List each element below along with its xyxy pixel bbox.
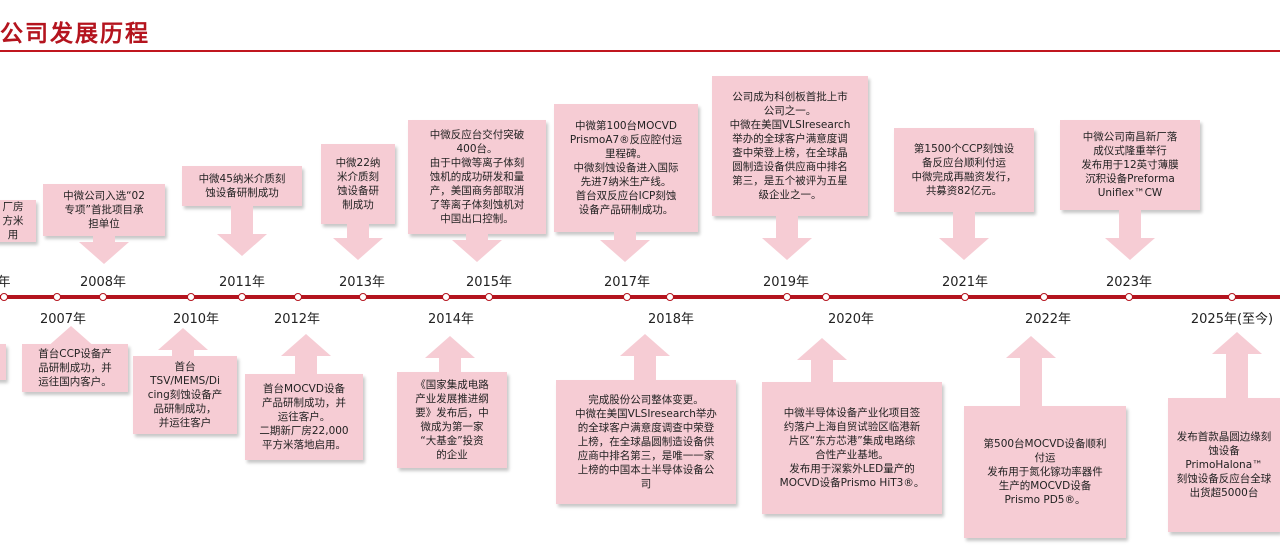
timeline-dot [1228, 293, 1236, 301]
timeline-dot [1125, 293, 1133, 301]
timeline-dot [1040, 293, 1048, 301]
timeline-dot [187, 293, 195, 301]
timeline-dot [0, 293, 8, 301]
timeline-dot [238, 293, 246, 301]
year-label: 2019年 [762, 275, 810, 290]
event-box-top: 厂房 方米 用 [0, 200, 36, 242]
arrow-up-icon [46, 326, 96, 348]
arrow-down-icon [217, 234, 267, 256]
timeline-dot [53, 293, 61, 301]
year-label: 2022年 [1024, 312, 1072, 327]
event-box-bottom: 首台CCP设备产 品研制成功，并 运往国内客户。 [22, 344, 128, 392]
year-label: 2018年 [647, 312, 695, 327]
event-box-bottom: 完成股份公司整体变更。 中微在美国VLSIresearch举办 的全球客户满意度… [556, 380, 736, 504]
arrow-stem [634, 356, 656, 380]
event-box-bottom: 首台MOCVD设备 产品研制成功，并 运往客户。 二期新厂房22,000 平方米… [245, 374, 363, 460]
title-underline [0, 50, 1280, 52]
year-label: 2020年 [827, 312, 875, 327]
arrow-down-icon [79, 242, 129, 264]
arrow-stem [347, 224, 369, 238]
arrow-stem [614, 232, 636, 240]
arrow-up-icon [425, 336, 475, 358]
year-label: 2010年 [172, 312, 220, 327]
arrow-stem [776, 216, 798, 238]
event-box-bottom: 第500台MOCVD设备顺利 付运 发布用于氮化镓功率器件 生产的MOCVD设备… [964, 406, 1126, 538]
event-box-bottom [0, 344, 6, 380]
event-box-top: 公司成为科创板首批上市 公司之一。 中微在美国VLSIresearch 举办的全… [712, 76, 868, 216]
arrow-stem [93, 236, 115, 242]
event-box-top: 中微反应台交付突破 400台。 由于中微等离子体刻 蚀机的成功研发和量 产，美国… [408, 120, 546, 234]
timeline-dot [442, 293, 450, 301]
arrow-down-icon [1105, 238, 1155, 260]
timeline-dot [485, 293, 493, 301]
arrow-up-icon [1212, 332, 1262, 354]
timeline-dot [961, 293, 969, 301]
timeline-dot [822, 293, 830, 301]
arrow-stem [295, 356, 317, 374]
arrow-stem [231, 206, 253, 234]
event-box-bottom: 首台 TSV/MEMS/Di cing刻蚀设备产 品研制成功， 并运往客户 [133, 356, 237, 434]
year-label: 2013年 [338, 275, 386, 290]
year-label: 2021年 [941, 275, 989, 290]
arrow-up-icon [620, 334, 670, 356]
arrow-down-icon [600, 240, 650, 262]
year-label: 2012年 [273, 312, 321, 327]
event-box-bottom: 中微半导体设备产业化项目签 约落户上海自贸试验区临港新 片区“东方芯港”集成电路… [762, 382, 942, 514]
arrow-down-icon [452, 240, 502, 262]
timeline-dot [359, 293, 367, 301]
arrow-stem [1119, 210, 1141, 238]
arrow-down-icon [333, 238, 383, 260]
arrow-stem [953, 212, 975, 238]
arrow-stem [172, 350, 194, 356]
event-box-top: 中微第100台MOCVD PrismoA7®反应腔付运 里程碑。 中微刻蚀设备进… [554, 104, 698, 232]
arrow-down-icon [762, 238, 812, 260]
event-box-top: 中微公司南昌新厂落 成仪式隆重举行 发布用于12英寸薄膜 沉积设备Preform… [1060, 120, 1200, 210]
year-label: 2025年(至今) [1190, 312, 1274, 327]
arrow-stem [811, 360, 833, 382]
year-label: 2017年 [603, 275, 651, 290]
year-label: 2015年 [465, 275, 513, 290]
event-box-bottom: 发布首款晶圆边缘刻 蚀设备 PrimoHalona™ 刻蚀设备反应台全球 出货超… [1168, 398, 1280, 532]
arrow-up-icon [281, 334, 331, 356]
arrow-down-icon [939, 238, 989, 260]
page-title: 公司发展历程 [0, 20, 150, 47]
arrow-up-icon [1006, 336, 1056, 358]
arrow-stem [1226, 354, 1248, 398]
event-box-top: 第1500个CCP刻蚀设 备反应台顺利付运 中微完成再融资发行， 共募资82亿元… [894, 128, 1034, 212]
timeline-dot [294, 293, 302, 301]
arrow-up-icon [797, 338, 847, 360]
year-label: 2011年 [218, 275, 266, 290]
event-box-top: 中微45纳米介质刻 蚀设备研制成功 [182, 166, 302, 206]
timeline-dot [666, 293, 674, 301]
year-label: 2007年 [39, 312, 87, 327]
event-box-top: 中微22纳 米介质刻 蚀设备研 制成功 [321, 144, 395, 224]
timeline-dot [623, 293, 631, 301]
arrow-stem [1020, 358, 1042, 406]
year-label: 年 [0, 275, 11, 290]
timeline-dot [99, 293, 107, 301]
event-box-bottom: 《国家集成电路 产业发展推进纲 要》发布后，中 微成为第一家 “大基金”投资 的… [397, 372, 507, 468]
event-box-top: 中微公司入选“02 专项”首批项目承 担单位 [43, 184, 165, 236]
arrow-stem [466, 234, 488, 240]
timeline-dot [783, 293, 791, 301]
arrow-up-icon [158, 328, 208, 350]
year-label: 2008年 [79, 275, 127, 290]
arrow-stem [439, 358, 461, 372]
year-label: 2023年 [1105, 275, 1153, 290]
timeline-axis [0, 295, 1280, 299]
year-label: 2014年 [427, 312, 475, 327]
